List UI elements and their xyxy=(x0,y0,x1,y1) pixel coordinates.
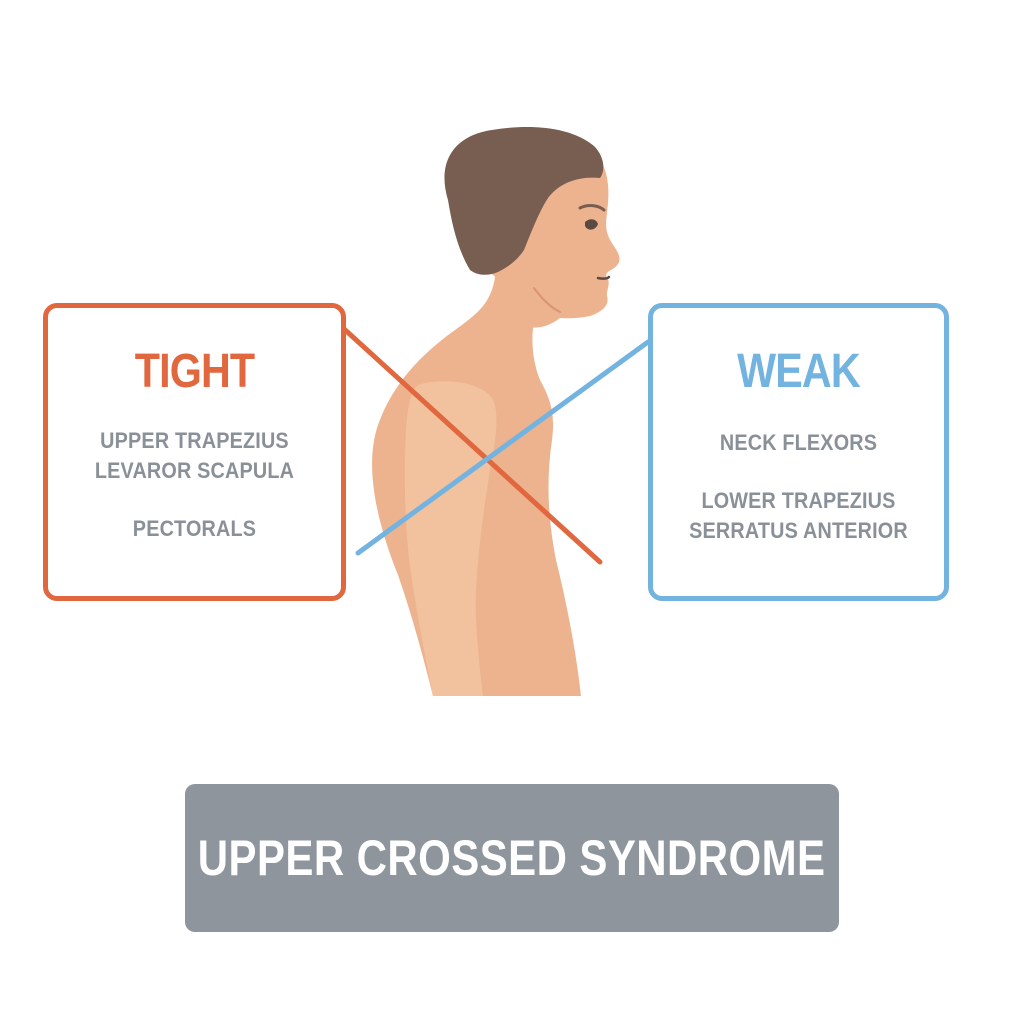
mouth-shape xyxy=(596,275,611,280)
eyebrow xyxy=(578,204,606,212)
weak-muscle-list: NECK FLEXORS LOWER TRAPEZIUS SERRATUS AN… xyxy=(653,428,944,546)
tight-muscles-box: TIGHT UPPER TRAPEZIUS LEVAROR SCAPULA PE… xyxy=(43,303,346,601)
jaw-line xyxy=(533,287,561,313)
arm-shape xyxy=(404,381,497,696)
weak-muscles-box: WEAK NECK FLEXORS LOWER TRAPEZIUS SERRAT… xyxy=(648,303,949,601)
weak-muscle-item: NECK FLEXORS xyxy=(719,430,878,455)
tight-muscle-item: LEVAROR SCAPULA xyxy=(94,458,295,483)
tight-diagonal-line xyxy=(340,325,603,565)
hair-shape xyxy=(444,127,604,275)
banner-title: UPPER CROSSED SYNDROME xyxy=(198,830,826,886)
tight-muscle-item: UPPER TRAPEZIUS xyxy=(100,428,289,453)
tight-heading: TIGHT xyxy=(134,345,255,398)
weak-muscle-item: LOWER TRAPEZIUS xyxy=(701,488,896,513)
weak-muscle-item: SERRATUS ANTERIOR xyxy=(689,518,908,543)
title-banner: UPPER CROSSED SYNDROME xyxy=(185,784,839,932)
eye-shape xyxy=(585,219,598,230)
weak-heading: WEAK xyxy=(737,345,861,398)
tight-muscle-item: PECTORALS xyxy=(132,516,257,541)
weak-diagonal-line xyxy=(355,339,651,556)
tight-muscle-list: UPPER TRAPEZIUS LEVAROR SCAPULA PECTORAL… xyxy=(48,426,341,544)
